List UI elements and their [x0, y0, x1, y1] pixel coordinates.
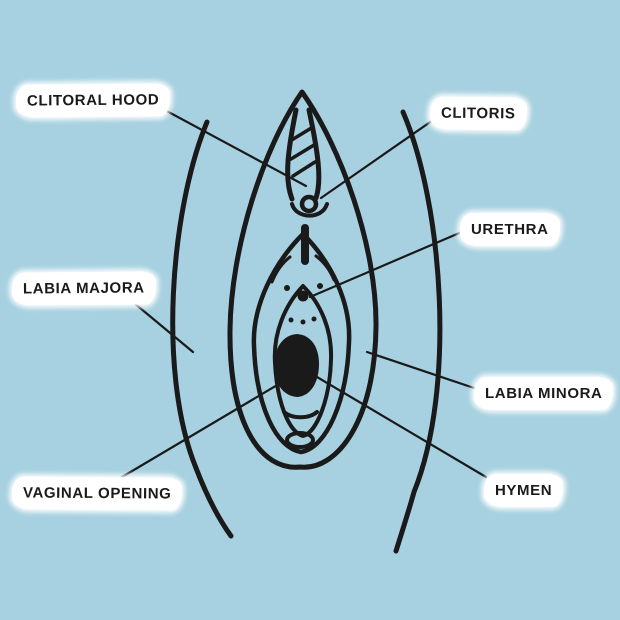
leader-line-labia-minora [365, 350, 479, 391]
texture-dot-3 [311, 316, 317, 322]
labia-minora-outline [251, 231, 352, 455]
anatomy-outlines [170, 89, 443, 554]
clitoral-hood-left-edge [285, 107, 299, 202]
labia-majora-left-outline [170, 119, 234, 539]
anatomy-fills [274, 283, 323, 397]
texture-dot-2 [300, 319, 306, 325]
label-hymen: HYMEN [484, 474, 564, 507]
label-clitoral-hood: CLITORAL HOOD [15, 83, 171, 118]
leader-line-clitoris [319, 116, 438, 200]
clitoris-underline [290, 202, 329, 218]
texture-dot-1 [288, 317, 294, 323]
label-clitoris: CLITORIS [429, 96, 527, 131]
leader-line-clitoral-hood [148, 100, 308, 188]
label-vaginal-opening: VAGINAL OPENING [11, 476, 183, 511]
vaginal-opening-fill [274, 334, 319, 397]
clitoris-glans [299, 194, 319, 214]
right-paraurethral-dot [317, 283, 323, 289]
outer-vulva-outline [227, 89, 379, 470]
leader-line-urethra [308, 229, 466, 299]
label-labia-majora: LABIA MAJORA [11, 271, 156, 306]
label-urethra: URETHRA [460, 213, 560, 246]
leader-line-vaginal-opening [120, 379, 286, 479]
perineum-oval [285, 431, 315, 449]
hymen-ring-outline [272, 284, 334, 438]
leader-line-hymen [315, 375, 488, 479]
clitoral-hood-hatching [288, 125, 317, 178]
leader-line-labia-majora [126, 296, 195, 354]
fourchette-curve [282, 410, 319, 420]
left-paraurethral-dot [284, 285, 290, 291]
urethra-dot [297, 290, 309, 302]
label-labia-minora: LABIA MINORA [474, 377, 614, 410]
left-fold-texture [270, 255, 292, 284]
labia-majora-right-outline [393, 109, 443, 554]
right-fold-texture [314, 254, 336, 282]
clitoral-hood-right-edge [306, 107, 322, 201]
